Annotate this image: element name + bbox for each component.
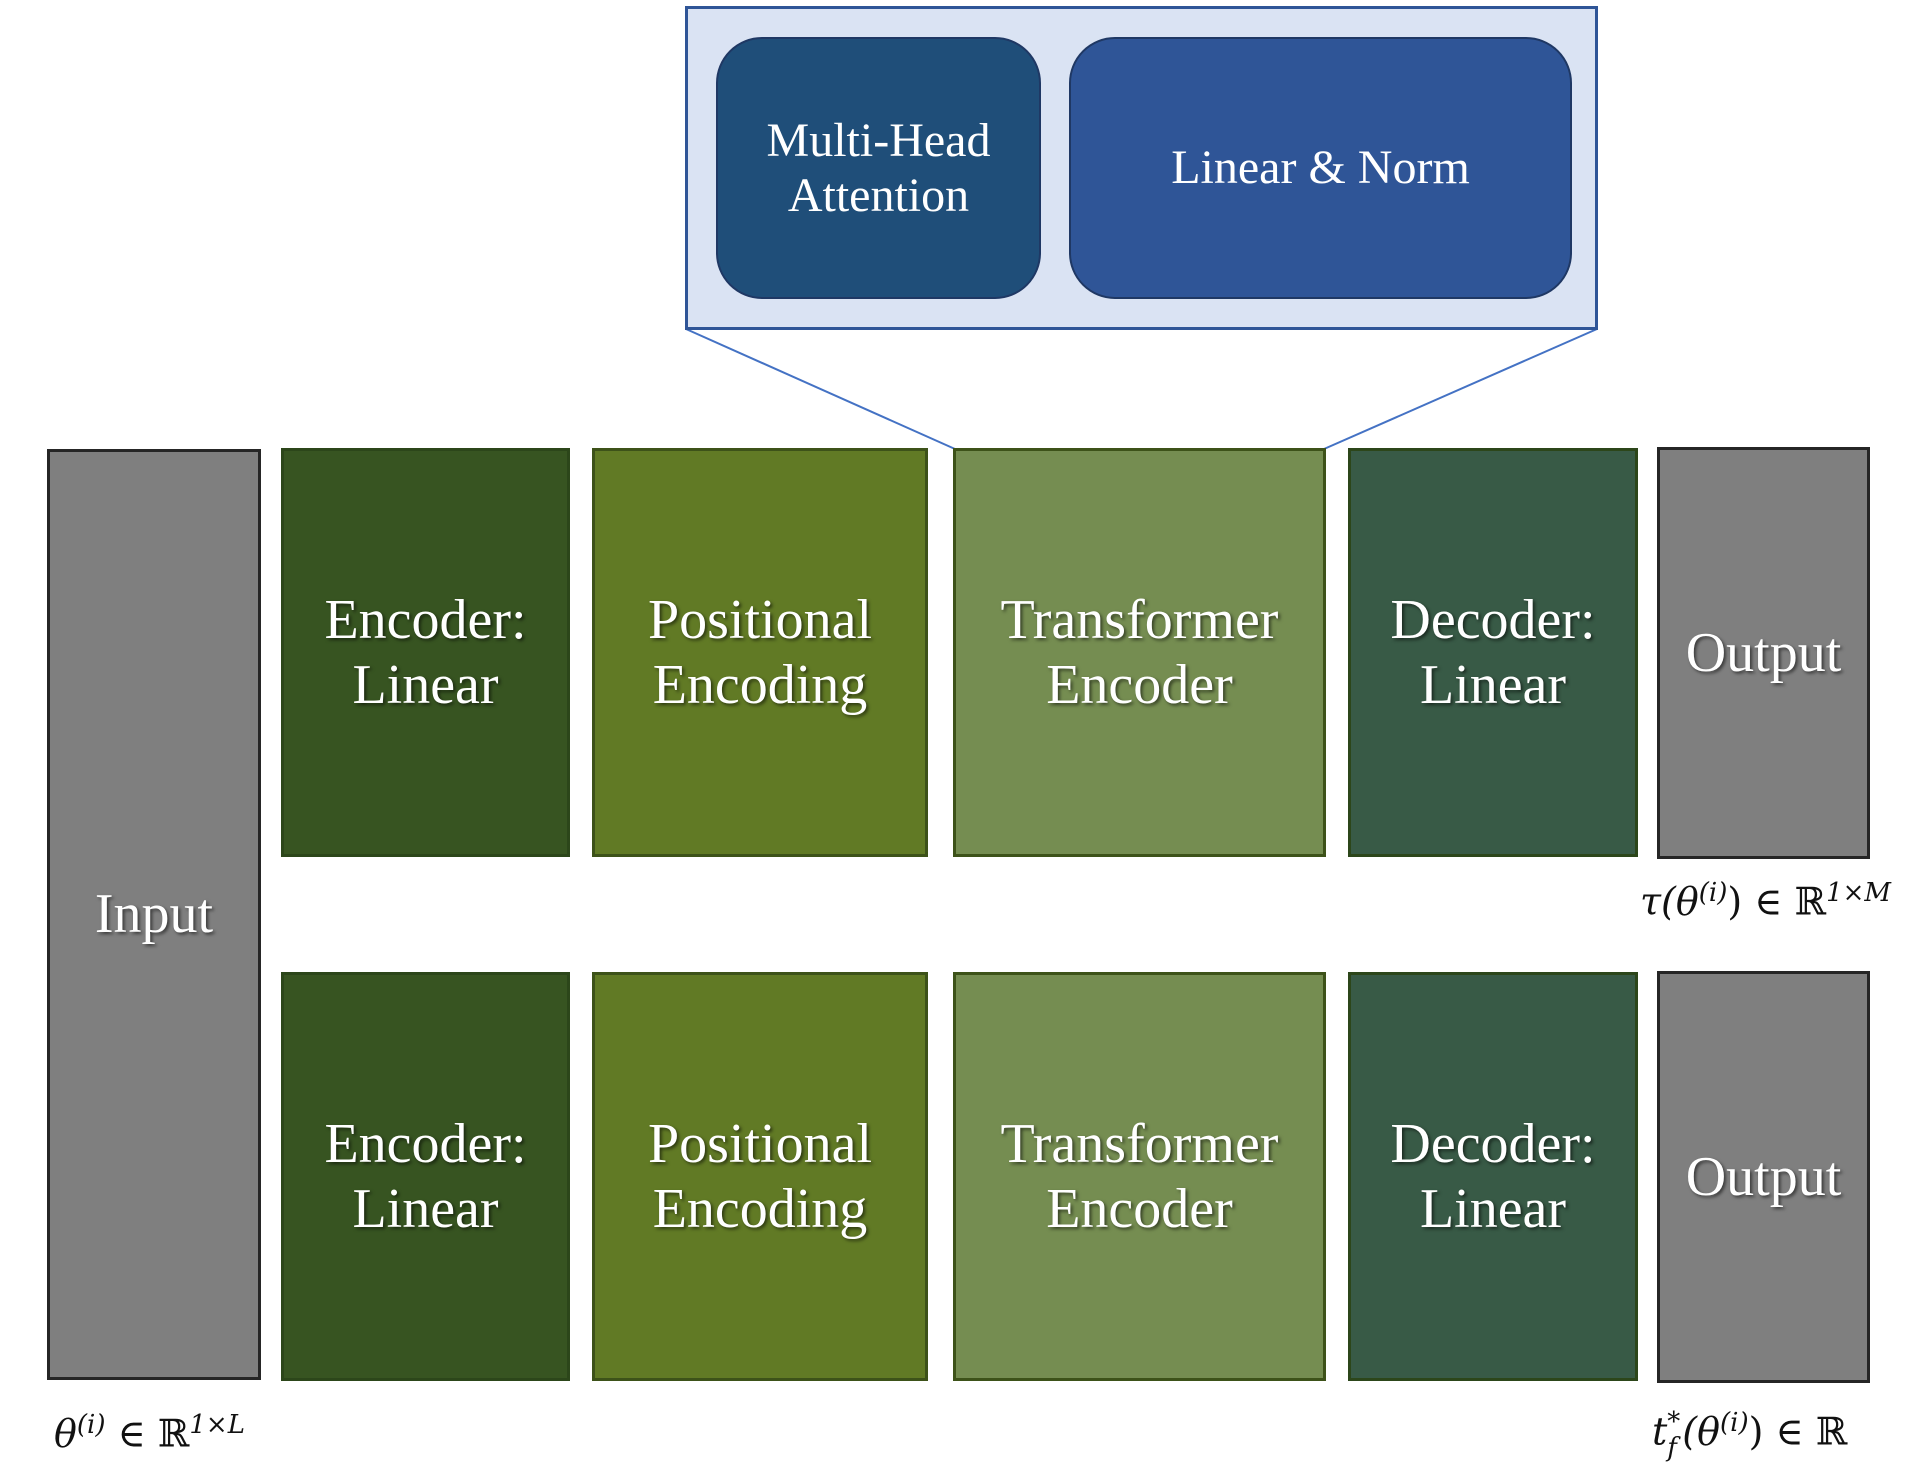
row1-transformer-label-line2: Encoder — [1046, 653, 1233, 716]
output-bottom-formula-prefix: (θ — [1682, 1409, 1720, 1454]
row1-encoder-label-line2: Linear — [352, 653, 499, 716]
output-bottom-formula-sub: f — [1667, 1433, 1677, 1464]
row2-encoder-label-line1: Encoder: — [324, 1113, 527, 1176]
row2-encoder-label-line2: Linear — [352, 1177, 499, 1240]
output-bottom-formula-star: * — [1667, 1407, 1681, 1438]
linear-norm-block: Linear & Norm — [1069, 37, 1572, 299]
row1-positional-label-line1: Positional — [647, 589, 873, 652]
row1-decoder-linear-block: Decoder: Linear — [1348, 448, 1638, 857]
row2-encoder-linear-block: Encoder: Linear — [281, 972, 570, 1381]
row2-positional-label-line2: Encoding — [652, 1177, 868, 1240]
output-top-formula-suffix: ) — [1727, 879, 1743, 924]
output-bottom-formula-reals: ℝ — [1815, 1409, 1848, 1454]
row1-positional-encoding-block: Positional Encoding — [592, 448, 928, 857]
input-formula-sup: (i) — [76, 1410, 106, 1440]
row1-transformer-label-line1: Transformer — [1000, 589, 1279, 652]
row2-decoder-label-line2: Linear — [1419, 1177, 1567, 1240]
output-top-formula-sup: (i) — [1698, 878, 1728, 908]
row1-output-block: Output — [1657, 447, 1870, 859]
row1-decoder-label-line2: Linear — [1419, 653, 1567, 716]
row1-positional-label-line2: Encoding — [652, 653, 868, 716]
multi-head-attention-label-line2: Attention — [787, 169, 970, 222]
output-top-formula-dims: 1×M — [1826, 878, 1892, 908]
output-top-formula-in: ∈ — [1742, 879, 1795, 924]
row1-encoder-label-line1: Encoder: — [324, 589, 527, 652]
output-top-formula-reals: ℝ — [1794, 879, 1827, 924]
input-label: Input — [94, 883, 214, 946]
output-bottom-formula: t*f(θ(i)) ∈ ℝ — [1652, 1408, 1847, 1461]
output-top-formula: τ(θ(i)) ∈ ℝ1×M — [1640, 878, 1891, 924]
output-bottom-formula-in: ∈ — [1763, 1409, 1816, 1454]
row2-positional-encoding-block: Positional Encoding — [592, 972, 928, 1381]
zoom-line-left — [685, 328, 956, 450]
output-bottom-formula-sup: (i) — [1719, 1408, 1749, 1438]
row2-transformer-label-line2: Encoder — [1046, 1177, 1233, 1240]
output-bottom-formula-suffix: ) — [1748, 1409, 1764, 1454]
row1-output-label: Output — [1685, 621, 1842, 684]
output-top-formula-prefix: τ(θ — [1640, 879, 1699, 924]
row2-decoder-linear-block: Decoder: Linear — [1348, 972, 1638, 1381]
zoom-line-right — [1323, 328, 1598, 450]
transformer-detail-panel: Multi-Head Attention Linear & Norm — [685, 6, 1598, 330]
linear-norm-label: Linear & Norm — [1171, 141, 1470, 195]
input-formula-dims: 1×L — [189, 1410, 245, 1440]
row1-transformer-encoder-block: Transformer Encoder — [953, 448, 1326, 857]
row1-decoder-label-line1: Decoder: — [1390, 589, 1596, 652]
row1-encoder-linear-block: Encoder: Linear — [281, 448, 570, 857]
input-formula-reals: ℝ — [157, 1411, 190, 1456]
input-formula-in: ∈ — [105, 1411, 158, 1456]
input-formula: θ(i) ∈ ℝ1×L — [54, 1410, 245, 1456]
row2-decoder-label-line1: Decoder: — [1390, 1113, 1596, 1176]
row2-positional-label-line1: Positional — [647, 1113, 873, 1176]
multi-head-attention-block: Multi-Head Attention — [716, 37, 1041, 299]
input-formula-theta: θ — [54, 1411, 77, 1456]
multi-head-attention-label-line1: Multi-Head — [766, 113, 991, 167]
row2-output-label: Output — [1685, 1145, 1842, 1208]
row2-transformer-encoder-block: Transformer Encoder — [953, 972, 1326, 1381]
row2-transformer-label-line1: Transformer — [1000, 1113, 1279, 1176]
input-block: Input — [47, 449, 261, 1380]
output-bottom-formula-t: t — [1652, 1409, 1668, 1454]
row2-output-block: Output — [1657, 971, 1870, 1383]
